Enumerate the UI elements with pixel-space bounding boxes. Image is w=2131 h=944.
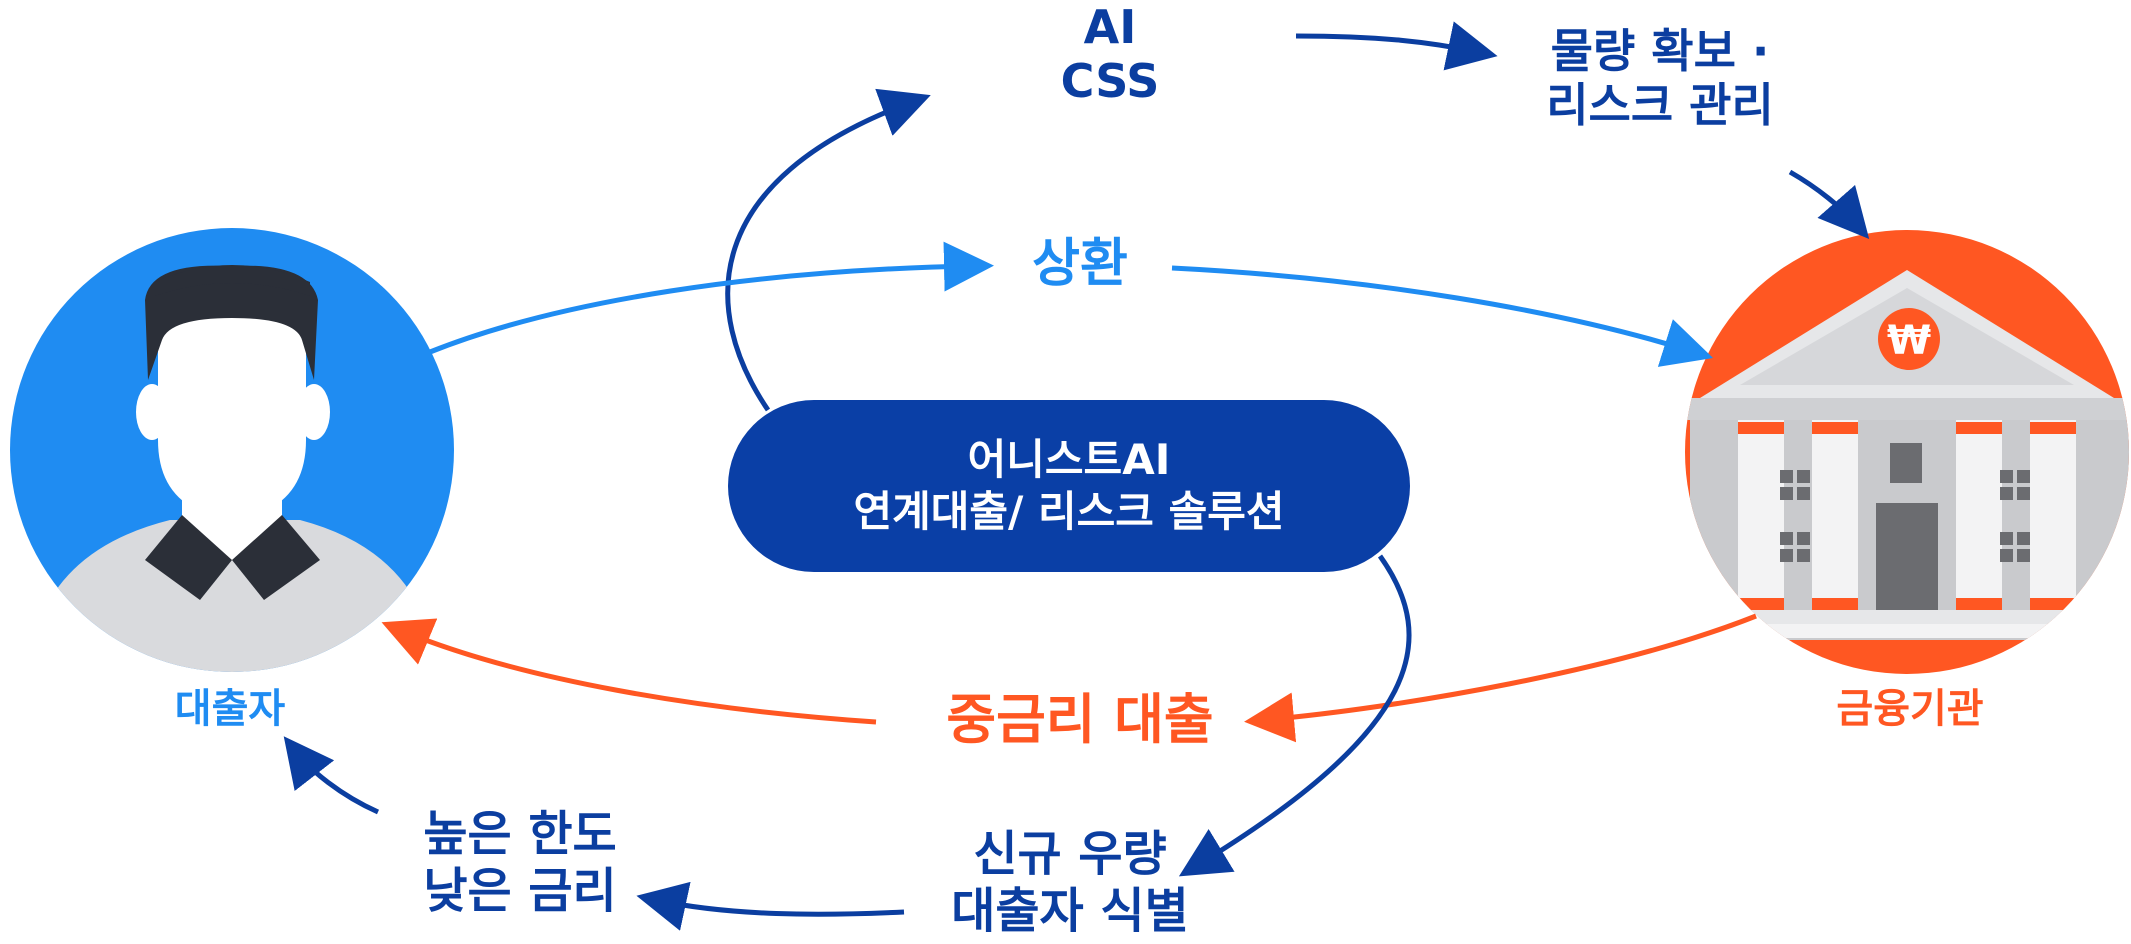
arrow-ai-css-to-secure [1295,21,1498,71]
new-borrower-line2: 대출자 식별 [951,882,1189,939]
limit-rate-label: 높은 한도 낮은 금리 [380,806,660,919]
center-solution-line1: 어니스트AI [967,434,1171,484]
secure-volume-line2: 리스크 관리 [1546,78,1774,133]
new-borrower-label: 신규 우량 대출자 식별 [905,826,1235,939]
arrow-newborrower-to-limit [636,881,905,931]
center-solution-pill [728,400,1410,572]
ai-css-line1: AI [1083,0,1137,54]
ai-css-line2: CSS [1060,54,1160,109]
arrow-secure-to-bank [1788,169,1870,240]
center-solution-line2: 연계대출/ 리스크 솔루션 [853,487,1285,536]
center-solution-label: 어니스트AI 연계대출/ 리스크 솔루션 [728,400,1410,572]
borrower-label: 대출자 [174,686,286,732]
bank-building: ₩ [1685,230,2129,674]
mid-rate-loan-label: 중금리 대출 [946,688,1214,751]
arrow-bank-to-midloan [1244,613,1757,743]
limit-rate-line1: 높은 한도 [423,806,617,862]
new-borrower-line1: 신규 우량 [973,826,1167,882]
won-badge: ₩ [1887,318,1931,364]
arrow-limit-to-borrower [283,736,380,815]
arrow-repay-to-bank [1171,265,1714,367]
financial-institution-label: 금융기관 [1836,686,1984,732]
arrow-center-to-newborrower [1178,554,1412,877]
repayment-label: 상환 [1032,234,1128,294]
arrow-midloan-to-borrower [381,618,877,725]
arrow-borrower-to-repay [429,241,994,355]
limit-rate-line2: 낮은 금리 [423,862,617,919]
borrower-avatar [10,228,454,672]
arrow-center-to-ai-css [725,88,931,412]
secure-volume-line1: 물량 확보 · [1550,24,1770,78]
ai-css-label: AI CSS [1010,0,1210,109]
secure-volume-risk-label: 물량 확보 · 리스크 관리 [1500,24,1820,133]
